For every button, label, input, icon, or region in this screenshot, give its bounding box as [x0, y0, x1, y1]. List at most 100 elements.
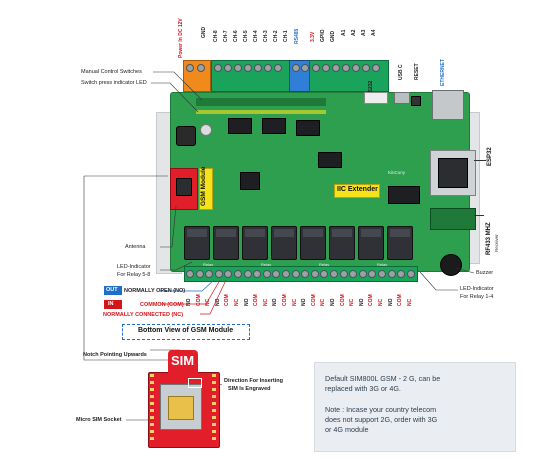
terminal-screw: [224, 270, 233, 278]
terminal-screw: [234, 270, 242, 278]
screw: [234, 64, 242, 72]
screw: [322, 64, 330, 72]
direction-label-2: SIM Is Engraved: [228, 386, 271, 392]
screw: [264, 64, 272, 72]
normally-connected-label: NORMALLY CONNECTED (NC): [103, 312, 184, 318]
screw: [197, 64, 205, 72]
rf433-module: [430, 208, 476, 230]
screw: [342, 64, 350, 72]
iic-extender-label: IIC Extender: [337, 186, 378, 193]
terminal-screw: [378, 270, 386, 278]
relay-5: [300, 226, 326, 260]
info-line-3: Note : Incase your country telecom: [325, 405, 437, 414]
sim-notch-tab: [168, 350, 198, 374]
relay-4: [271, 226, 297, 260]
screw: [254, 64, 262, 72]
terminal-screw: [205, 270, 214, 278]
info-box: [314, 362, 516, 452]
out-tag-label: OUT: [106, 287, 118, 293]
esp32-core: [438, 158, 468, 188]
screw: [292, 64, 300, 72]
terminal-screw: [406, 270, 415, 278]
relay-silk-label: Relay: [261, 262, 272, 267]
terminal-screw: [282, 270, 290, 278]
terminal-screw: [272, 270, 281, 278]
relay-3: [242, 226, 268, 260]
screw: [186, 64, 194, 72]
direction-label-1: Direction For Inserting: [224, 378, 283, 384]
sim-big-label: SIM: [171, 353, 195, 368]
usb-c-port: [394, 92, 410, 104]
screw: [332, 64, 340, 72]
terminal-screw: [291, 270, 300, 278]
led-5-8-label-1: LED-Indicator: [117, 264, 151, 270]
screw: [224, 64, 232, 72]
terminal-screw: [186, 270, 194, 278]
screw: [372, 64, 380, 72]
gsm-chip: [176, 178, 192, 196]
terminal-screw: [301, 270, 310, 278]
relay-silk-label: Relay: [377, 262, 388, 267]
manual-switches-label: Manual Control Switches: [81, 69, 142, 75]
rf433-leader: [474, 215, 484, 216]
ic-chip: [388, 186, 420, 204]
screw: [301, 64, 309, 72]
relay-6: [329, 226, 355, 260]
terminal-screw: [243, 270, 252, 278]
power-inductor: [176, 126, 196, 146]
terminal-screw: [310, 270, 319, 278]
switch-led-label: Switch press indicator LED: [81, 80, 147, 86]
terminal-screw: [368, 270, 377, 278]
capacitor: [200, 124, 212, 136]
notch-label: Notch Pointing Upwards: [83, 352, 147, 358]
rs232-connector: [364, 92, 388, 104]
switch-led-row: [196, 110, 326, 114]
relay-silk-label: Relay: [319, 262, 330, 267]
screw: [244, 64, 252, 72]
ic-chip: [262, 118, 286, 134]
screw: [312, 64, 320, 72]
sim-socket-contacts: [168, 396, 194, 420]
ic-chip: [296, 120, 320, 136]
ethernet-port: [432, 90, 464, 120]
terminal-screw: [320, 270, 329, 278]
info-line-5: or 4G module: [325, 425, 369, 434]
relay-1: [184, 226, 210, 260]
screw: [352, 64, 360, 72]
out-tag: [104, 286, 122, 295]
ic-chip: [318, 152, 342, 168]
terminal-screw: [358, 270, 367, 278]
esp32-leader: [474, 160, 486, 161]
buzzer: [440, 254, 462, 276]
terminal-screw: [339, 270, 348, 278]
buzzer-label: Buzzer: [476, 270, 494, 276]
pin-row: [150, 374, 154, 444]
terminal-screw: [195, 270, 204, 278]
terminal-screw: [387, 270, 396, 278]
terminal-screw: [349, 270, 358, 278]
screw: [214, 64, 222, 72]
terminal-screw: [214, 270, 223, 278]
info-line-2: replaced with 3G or 4G.: [325, 384, 401, 393]
screw: [362, 64, 370, 72]
led-1-4-label-1: LED-Indicator: [460, 286, 494, 292]
pin-row: [212, 374, 216, 444]
micro-sim-label: Micro SIM Socket: [76, 417, 122, 423]
manual-switch-row: [196, 98, 326, 106]
esp32-module: [430, 150, 476, 196]
reset-button: [411, 96, 421, 106]
led-1-4-label-2: For Relay 1-4: [460, 294, 494, 300]
gsm-view-title: Bottom View of GSM Module: [138, 327, 234, 334]
terminal-screw: [397, 270, 406, 278]
info-line-1: Default SIM800L GSM - 2 G, can be: [325, 374, 441, 383]
led-5-8-label-2: For Relay 5-8: [117, 272, 151, 278]
relay-7: [358, 226, 384, 260]
model-label: KinCony: [388, 170, 406, 175]
in-tag: [104, 300, 122, 309]
relay-silk-label: Relay: [203, 262, 214, 267]
info-line-4: does not support 2G, order with 3G: [325, 415, 438, 424]
relay-2: [213, 226, 239, 260]
gsm-module-tag: [199, 168, 213, 210]
terminal-screw: [262, 270, 271, 278]
